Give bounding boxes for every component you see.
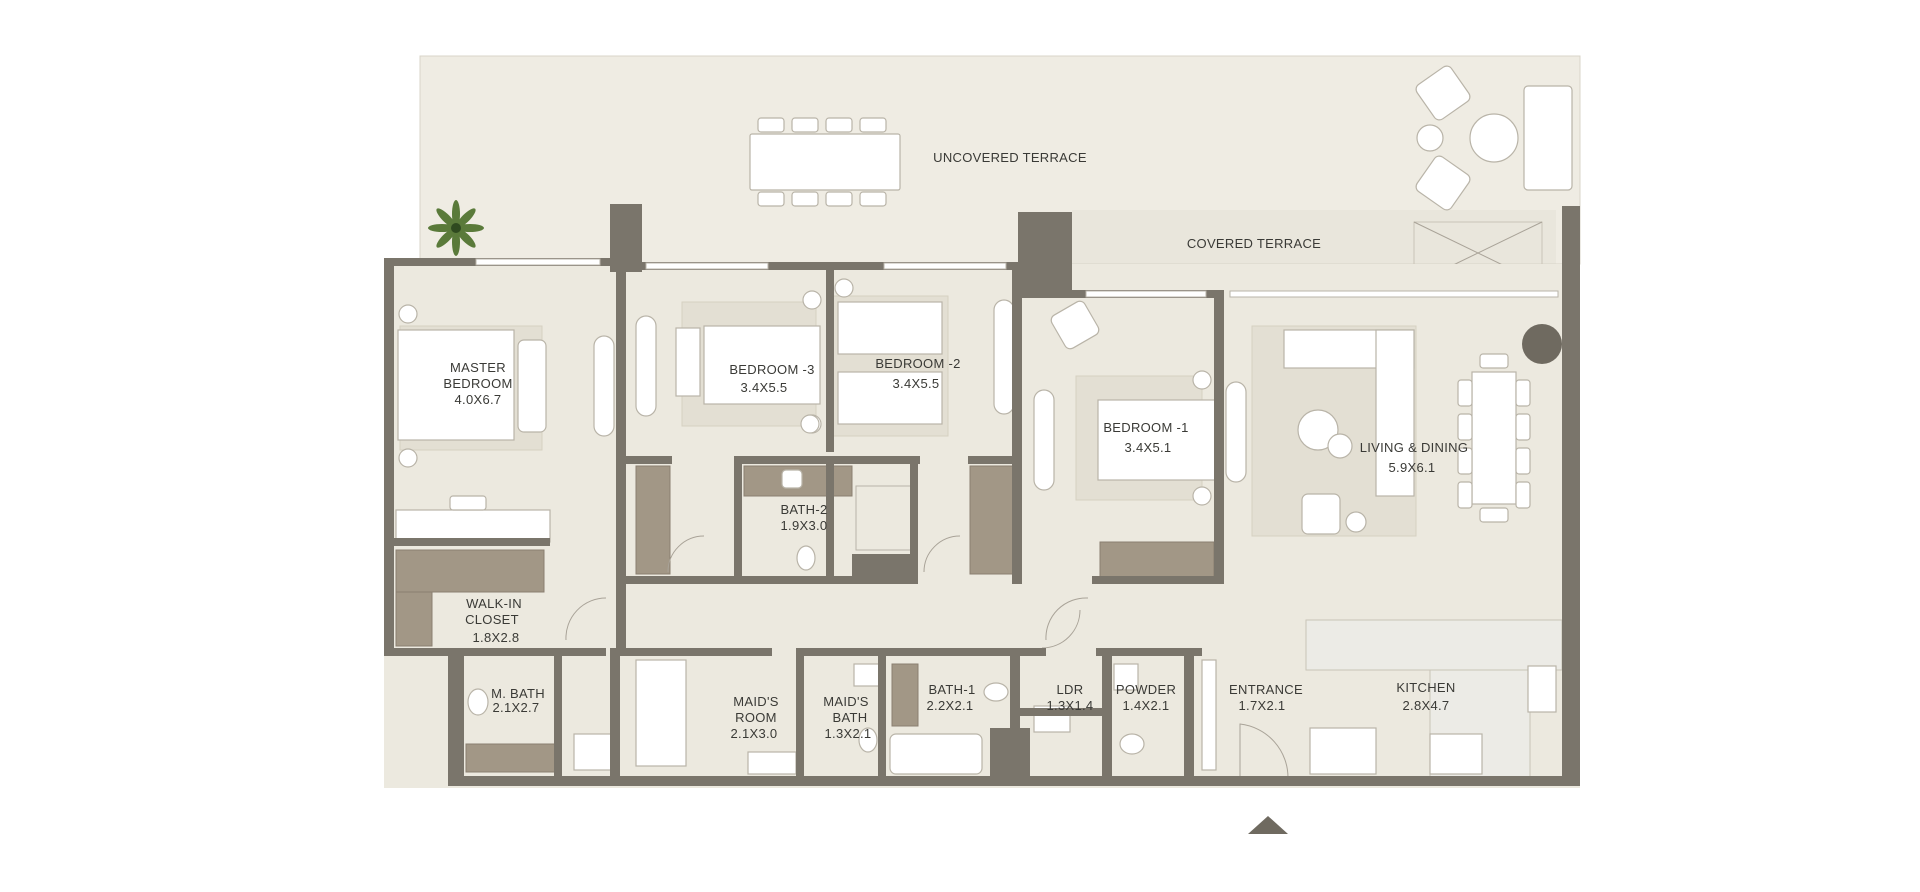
label-bedroom2: BEDROOM -2 xyxy=(875,356,960,371)
plant-icon xyxy=(428,200,484,256)
bedroom3-nightstand-top xyxy=(802,290,822,310)
bedroom3-side-chair xyxy=(635,315,657,417)
label-bedroom1-dim: 3.4X5.1 xyxy=(1125,440,1172,455)
outdoor-dining-set xyxy=(749,117,901,207)
bedroom1-armchair xyxy=(1050,300,1100,350)
bath2-toilet xyxy=(796,545,816,571)
entrance-cabinet xyxy=(1201,659,1217,771)
label-maids-bath-dim: 1.3X2.1 xyxy=(825,726,872,741)
powder-basin xyxy=(1113,663,1139,691)
bath1-toilet xyxy=(983,682,1009,702)
label-uncovered-terrace: UNCOVERED TERRACE xyxy=(933,150,1087,165)
living-side-table xyxy=(1345,511,1367,533)
label-bedroom3-dim: 3.4X5.5 xyxy=(741,380,788,395)
bedroom3-chair xyxy=(675,327,701,397)
bath1-vanity xyxy=(891,663,919,727)
label-bath1: BATH-1 xyxy=(928,682,975,697)
master-nightstand-bottom xyxy=(398,448,418,468)
label-maids-room-2: ROOM xyxy=(735,710,777,725)
master-bed-pillows xyxy=(517,339,547,433)
bedroom3-bed xyxy=(703,325,821,405)
bath1-tub xyxy=(889,733,983,775)
maids-bed xyxy=(635,659,687,767)
powder-toilet xyxy=(1119,733,1145,755)
mbath-shower xyxy=(573,733,615,771)
master-lounge-chair xyxy=(593,335,615,437)
label-maids-room-dim: 2.1X3.0 xyxy=(731,726,778,741)
mbath-toilet xyxy=(467,688,489,716)
label-ldr-dim: 1.3X1.4 xyxy=(1047,698,1094,713)
label-m-bath-dim: 2.1X2.7 xyxy=(493,700,540,715)
label-living-dining: LIVING & DINING xyxy=(1360,440,1469,455)
bedroom1-side-chair-right xyxy=(1225,381,1247,483)
label-entrance-dim: 1.7X2.1 xyxy=(1239,698,1286,713)
bedroom1-nightstand-bottom xyxy=(1192,486,1212,506)
label-covered-terrace: COVERED TERRACE xyxy=(1187,236,1321,251)
label-entrance: ENTRANCE xyxy=(1229,682,1303,697)
label-ldr: LDR xyxy=(1057,682,1084,697)
outdoor-lounge-set xyxy=(1415,65,1573,211)
kitchen-fridge xyxy=(1309,727,1377,775)
label-kitchen-dim: 2.8X4.7 xyxy=(1403,698,1450,713)
bedroom2-bed-top xyxy=(837,301,943,355)
label-master-bedroom-dim: 4.0X6.7 xyxy=(455,392,502,407)
entrance-door-swing xyxy=(1239,723,1289,779)
label-bath2-dim: 1.9X3.0 xyxy=(781,518,828,533)
bedroom3-wardrobe xyxy=(635,465,671,575)
mbath-vanity xyxy=(465,743,561,773)
kitchen-sink xyxy=(1527,665,1557,713)
windows xyxy=(475,258,1559,298)
label-walkin-closet-2: CLOSET xyxy=(465,612,519,627)
dining-table xyxy=(1471,371,1517,505)
living-plant-pot xyxy=(1522,324,1562,364)
master-nightstand-top xyxy=(398,304,418,324)
walkin-closet-unit xyxy=(395,549,545,593)
triangle-up-icon xyxy=(1248,816,1288,834)
label-bath1-dim: 2.2X2.1 xyxy=(927,698,974,713)
label-maids-bath-2: BATH xyxy=(833,710,868,725)
master-desk-chair xyxy=(449,495,487,511)
label-powder: POWDER xyxy=(1116,682,1176,697)
bedroom1-nightstand-top xyxy=(1192,370,1212,390)
bedroom2-bed-bottom xyxy=(837,371,943,425)
label-powder-dim: 1.4X2.1 xyxy=(1123,698,1170,713)
living-coffee-table-a xyxy=(1297,409,1339,451)
label-master-bedroom-2: BEDROOM xyxy=(443,376,512,391)
maids-bath-toilet xyxy=(858,727,878,753)
label-walkin-closet-1: WALK-IN xyxy=(466,596,522,611)
label-living-dining-dim: 5.9X6.1 xyxy=(1389,460,1436,475)
label-maids-room-1: MAID'S xyxy=(733,694,778,709)
living-sofa-side xyxy=(1375,329,1415,497)
bath2-sink xyxy=(781,469,803,489)
master-desk xyxy=(395,509,551,543)
living-armchair xyxy=(1301,493,1341,535)
bedroom2-nightstand-b xyxy=(800,414,820,434)
bedroom2-side-chair xyxy=(993,299,1015,415)
dining-chairs xyxy=(1457,353,1531,523)
maids-bath-basin xyxy=(853,663,881,687)
kitchen-hob xyxy=(1429,733,1483,775)
label-m-bath: M. BATH xyxy=(491,686,545,701)
bedroom1-wardrobe xyxy=(1099,541,1215,581)
door-swings xyxy=(565,535,1089,649)
master-bed xyxy=(397,329,515,441)
bedroom1-side-chair-left xyxy=(1033,389,1055,491)
bedroom2-nightstand-a xyxy=(834,278,854,298)
label-bath2: BATH-2 xyxy=(780,502,827,517)
label-walkin-closet-dim: 1.8X2.8 xyxy=(473,630,520,645)
bedroom1-bed xyxy=(1097,399,1217,481)
label-bedroom3: BEDROOM -3 xyxy=(729,362,814,377)
kitchen-island xyxy=(1305,619,1563,671)
label-maids-bath-1: MAID'S xyxy=(823,694,868,709)
label-bedroom2-dim: 3.4X5.5 xyxy=(893,376,940,391)
maids-wardrobe xyxy=(747,751,797,775)
walkin-closet-side xyxy=(395,591,433,647)
label-kitchen: KITCHEN xyxy=(1396,680,1455,695)
living-coffee-table-b xyxy=(1327,433,1353,459)
label-bedroom1: BEDROOM -1 xyxy=(1103,420,1188,435)
label-master-bedroom-1: MASTER xyxy=(450,360,506,375)
